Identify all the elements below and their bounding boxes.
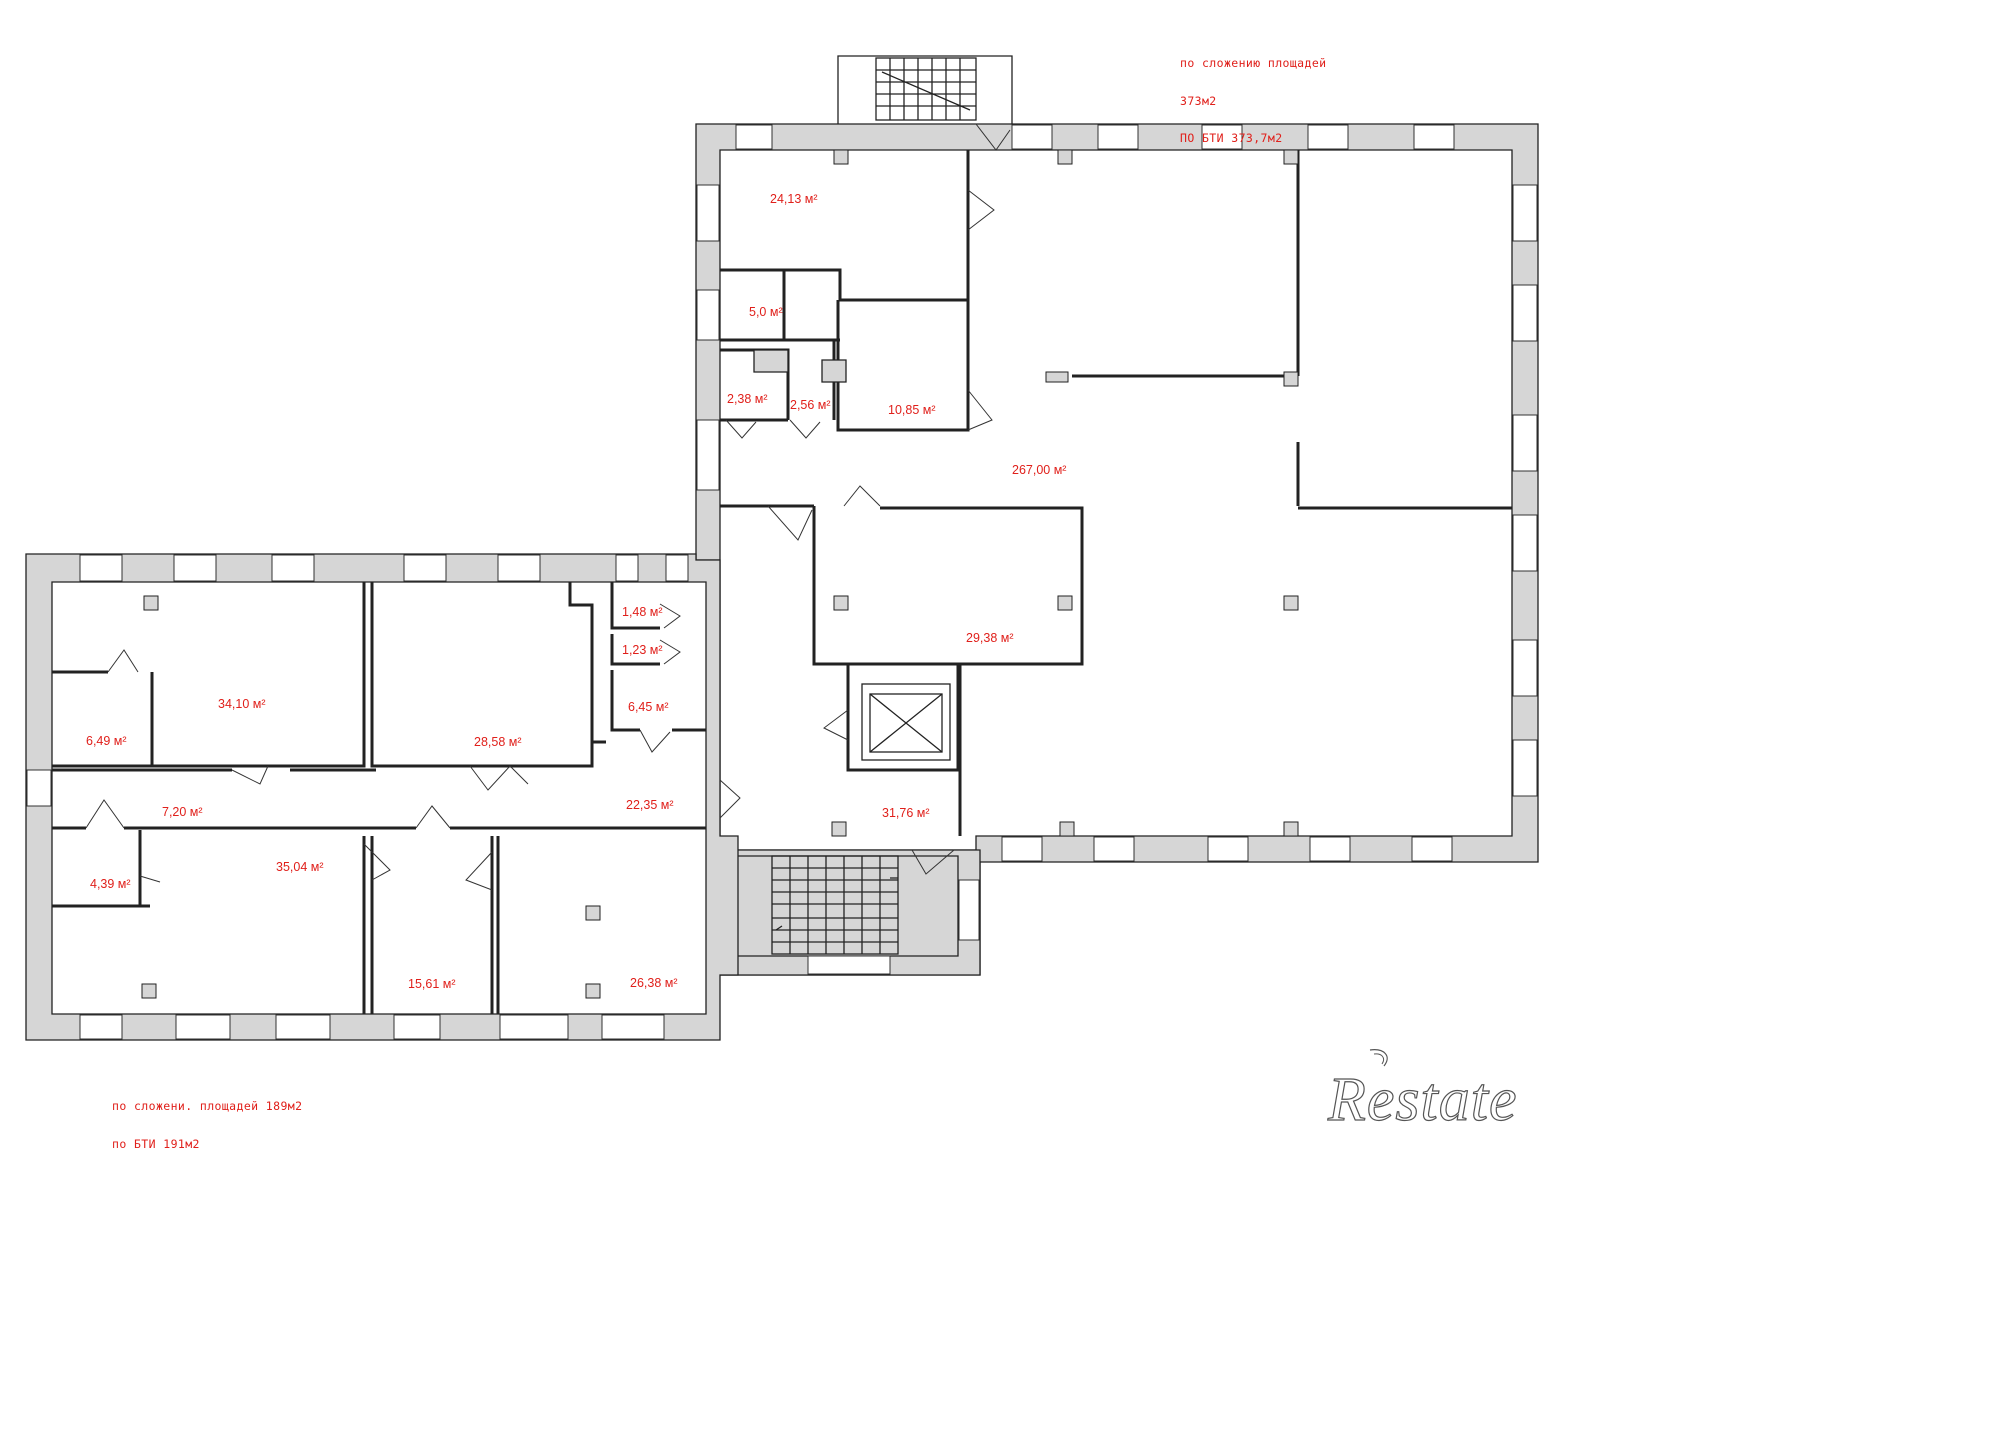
- area-note-left-wing: по сложени. площадей 189м2 по БТИ 191м2: [112, 1075, 302, 1163]
- room-area-label: 35,04 м²: [276, 860, 324, 874]
- room-area-label: 31,76 м²: [882, 806, 930, 820]
- room-area-label: 4,39 м²: [90, 877, 131, 891]
- windows: [26, 124, 1538, 1040]
- staircase-bottom: [771, 855, 899, 955]
- room-area-label: 2,56 м²: [790, 398, 831, 412]
- room-area-label: 2,38 м²: [727, 392, 768, 406]
- room-area-label: 5,0 м²: [749, 305, 783, 319]
- room-area-label: 1,48 м²: [622, 605, 663, 619]
- note-line: 373м2: [1180, 93, 1217, 108]
- room-area-label: 28,58 м²: [474, 735, 522, 749]
- room-area-label: 24,13 м²: [770, 192, 818, 206]
- room-area-label: 267,00 м²: [1012, 463, 1066, 477]
- room-area-label: 29,38 м²: [966, 631, 1014, 645]
- room-area-label: 6,49 м²: [86, 734, 127, 748]
- room-area-label: 6,45 м²: [628, 700, 669, 714]
- restate-logo: Restate: [1326, 1049, 1518, 1128]
- columns: [141, 149, 1299, 999]
- left-wing-walls: [25, 553, 739, 1041]
- room-area-label: 34,10 м²: [218, 697, 266, 711]
- floor-plan: 24,13 м² 5,0 м² 2,38 м² 2,56 м² 10,85 м²…: [25, 55, 1539, 1041]
- area-note-right-wing: по сложению площадей 373м2 ПО БТИ 373,7м…: [1180, 32, 1326, 157]
- room-area-label: 1,23 м²: [622, 643, 663, 657]
- left-wing-partitions: [52, 582, 706, 1014]
- staircase-top: [875, 57, 977, 121]
- door-swings: [85, 123, 1011, 891]
- room-area-label: 22,35 м²: [626, 798, 674, 812]
- note-line: ПО БТИ 373,7м2: [1180, 131, 1283, 145]
- room-area-label: 7,20 м²: [162, 805, 203, 819]
- note-line: по сложени. площадей 189м2: [112, 1099, 303, 1113]
- note-line: по БТИ 191м2: [112, 1136, 200, 1151]
- logo-wordmark: Restate: [1327, 1066, 1518, 1128]
- room-area-labels: 24,13 м² 5,0 м² 2,38 м² 2,56 м² 10,85 м²…: [86, 192, 1066, 991]
- room-area-label: 10,85 м²: [888, 403, 936, 417]
- right-wing-partitions: [720, 150, 1512, 836]
- room-area-label: 15,61 м²: [408, 977, 456, 991]
- note-line: по сложению площадей: [1180, 56, 1327, 70]
- room-area-label: 26,38 м²: [630, 976, 678, 990]
